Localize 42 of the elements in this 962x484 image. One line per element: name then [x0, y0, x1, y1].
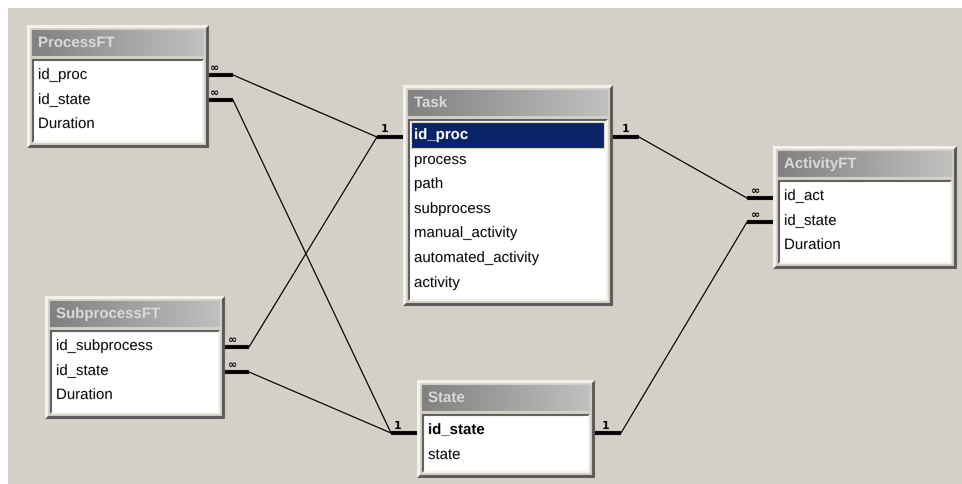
cardinality-mark: ∞ [228, 334, 238, 346]
relationship-line [223, 370, 417, 435]
field-name: id_state [783, 210, 838, 231]
table-title: ProcessFT [32, 30, 204, 56]
cardinality-mark: 1 [622, 123, 630, 135]
cardinality-mark: 1 [381, 123, 389, 135]
field-name: id_state [37, 90, 92, 110]
table-panel [27, 25, 209, 148]
cardinality-mark: ∞ [210, 62, 220, 74]
table-title: SubprocessFT [50, 301, 220, 327]
field-name: id_act [783, 186, 826, 206]
field-name: manual_activity [413, 223, 518, 244]
cardinality-mark: ∞ [751, 209, 760, 221]
table-title: State [422, 385, 590, 411]
table-title: Task [408, 90, 608, 116]
field-name: process [413, 150, 468, 170]
field-name: id_subprocess [55, 336, 154, 356]
field-name: id_proc [37, 65, 88, 85]
table-panel [403, 85, 613, 306]
field-name: id_state [55, 360, 110, 381]
cardinality-mark: ∞ [228, 359, 238, 371]
table-title: ActivityFT [778, 151, 952, 177]
table-panel [773, 146, 957, 269]
cardinality-mark: 1 [394, 420, 402, 432]
cardinality-mark: ∞ [751, 185, 760, 197]
table-panel [45, 296, 225, 419]
field-name: subprocess [413, 198, 492, 219]
relationship-line [223, 135, 403, 349]
field-name: Duration [783, 235, 842, 256]
relationship-line [595, 220, 773, 435]
relationship-line [613, 135, 773, 200]
field-name: Duration [55, 385, 114, 406]
field-name: automated_activity [413, 248, 540, 268]
table-panel [417, 380, 595, 478]
field-name: Duration [37, 114, 96, 134]
field-name: path [413, 174, 444, 194]
field-name: id_state [427, 420, 486, 440]
field-name: state [427, 444, 462, 465]
field-name: id_proc [412, 123, 604, 148]
cardinality-mark: ∞ [210, 87, 220, 99]
cardinality-mark: 1 [602, 420, 610, 432]
field-name: activity [413, 272, 461, 293]
